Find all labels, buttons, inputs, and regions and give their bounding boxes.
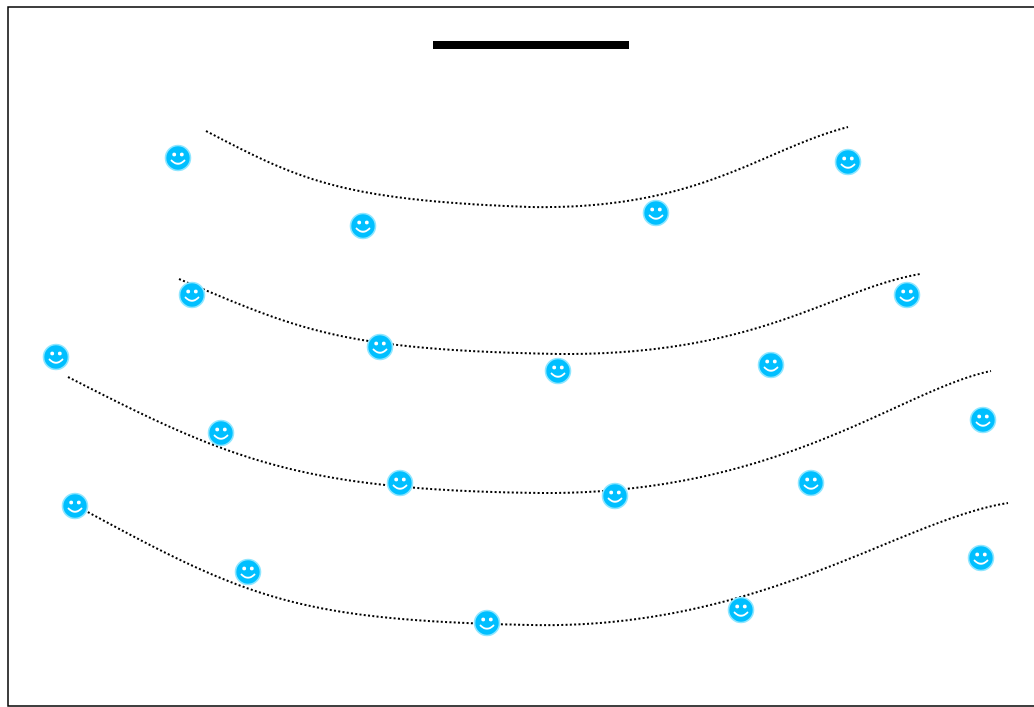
smiley-face-icon [42,343,70,371]
smiley-face-icon [969,406,997,434]
smiley-face-icon [386,469,414,497]
front-stage-bar [433,41,629,49]
row-curves [67,126,1009,627]
row-curve-4 [83,502,1009,627]
smiley-face-icon [207,419,235,447]
smiley-face-icon [757,351,785,379]
smiley-face-icon [349,212,377,240]
row-curve-3 [67,370,992,495]
smiley-face-icon [727,596,755,624]
smiley-face-icon [61,492,89,520]
row-curve-2 [178,273,921,356]
people [42,144,997,637]
smiley-face-icon [164,144,192,172]
smiley-face-icon [544,357,572,385]
smiley-face-icon [797,469,825,497]
smiley-face-icon [893,281,921,309]
smiley-face-icon [642,199,670,227]
smiley-face-icon [601,482,629,510]
smiley-face-icon [473,609,501,637]
row-curve-1 [205,126,849,209]
smiley-face-icon [234,558,262,586]
smiley-face-icon [366,333,394,361]
smiley-face-icon [178,281,206,309]
smiley-face-icon [967,544,995,572]
diagram-border [7,6,1034,707]
smiley-face-icon [834,148,862,176]
